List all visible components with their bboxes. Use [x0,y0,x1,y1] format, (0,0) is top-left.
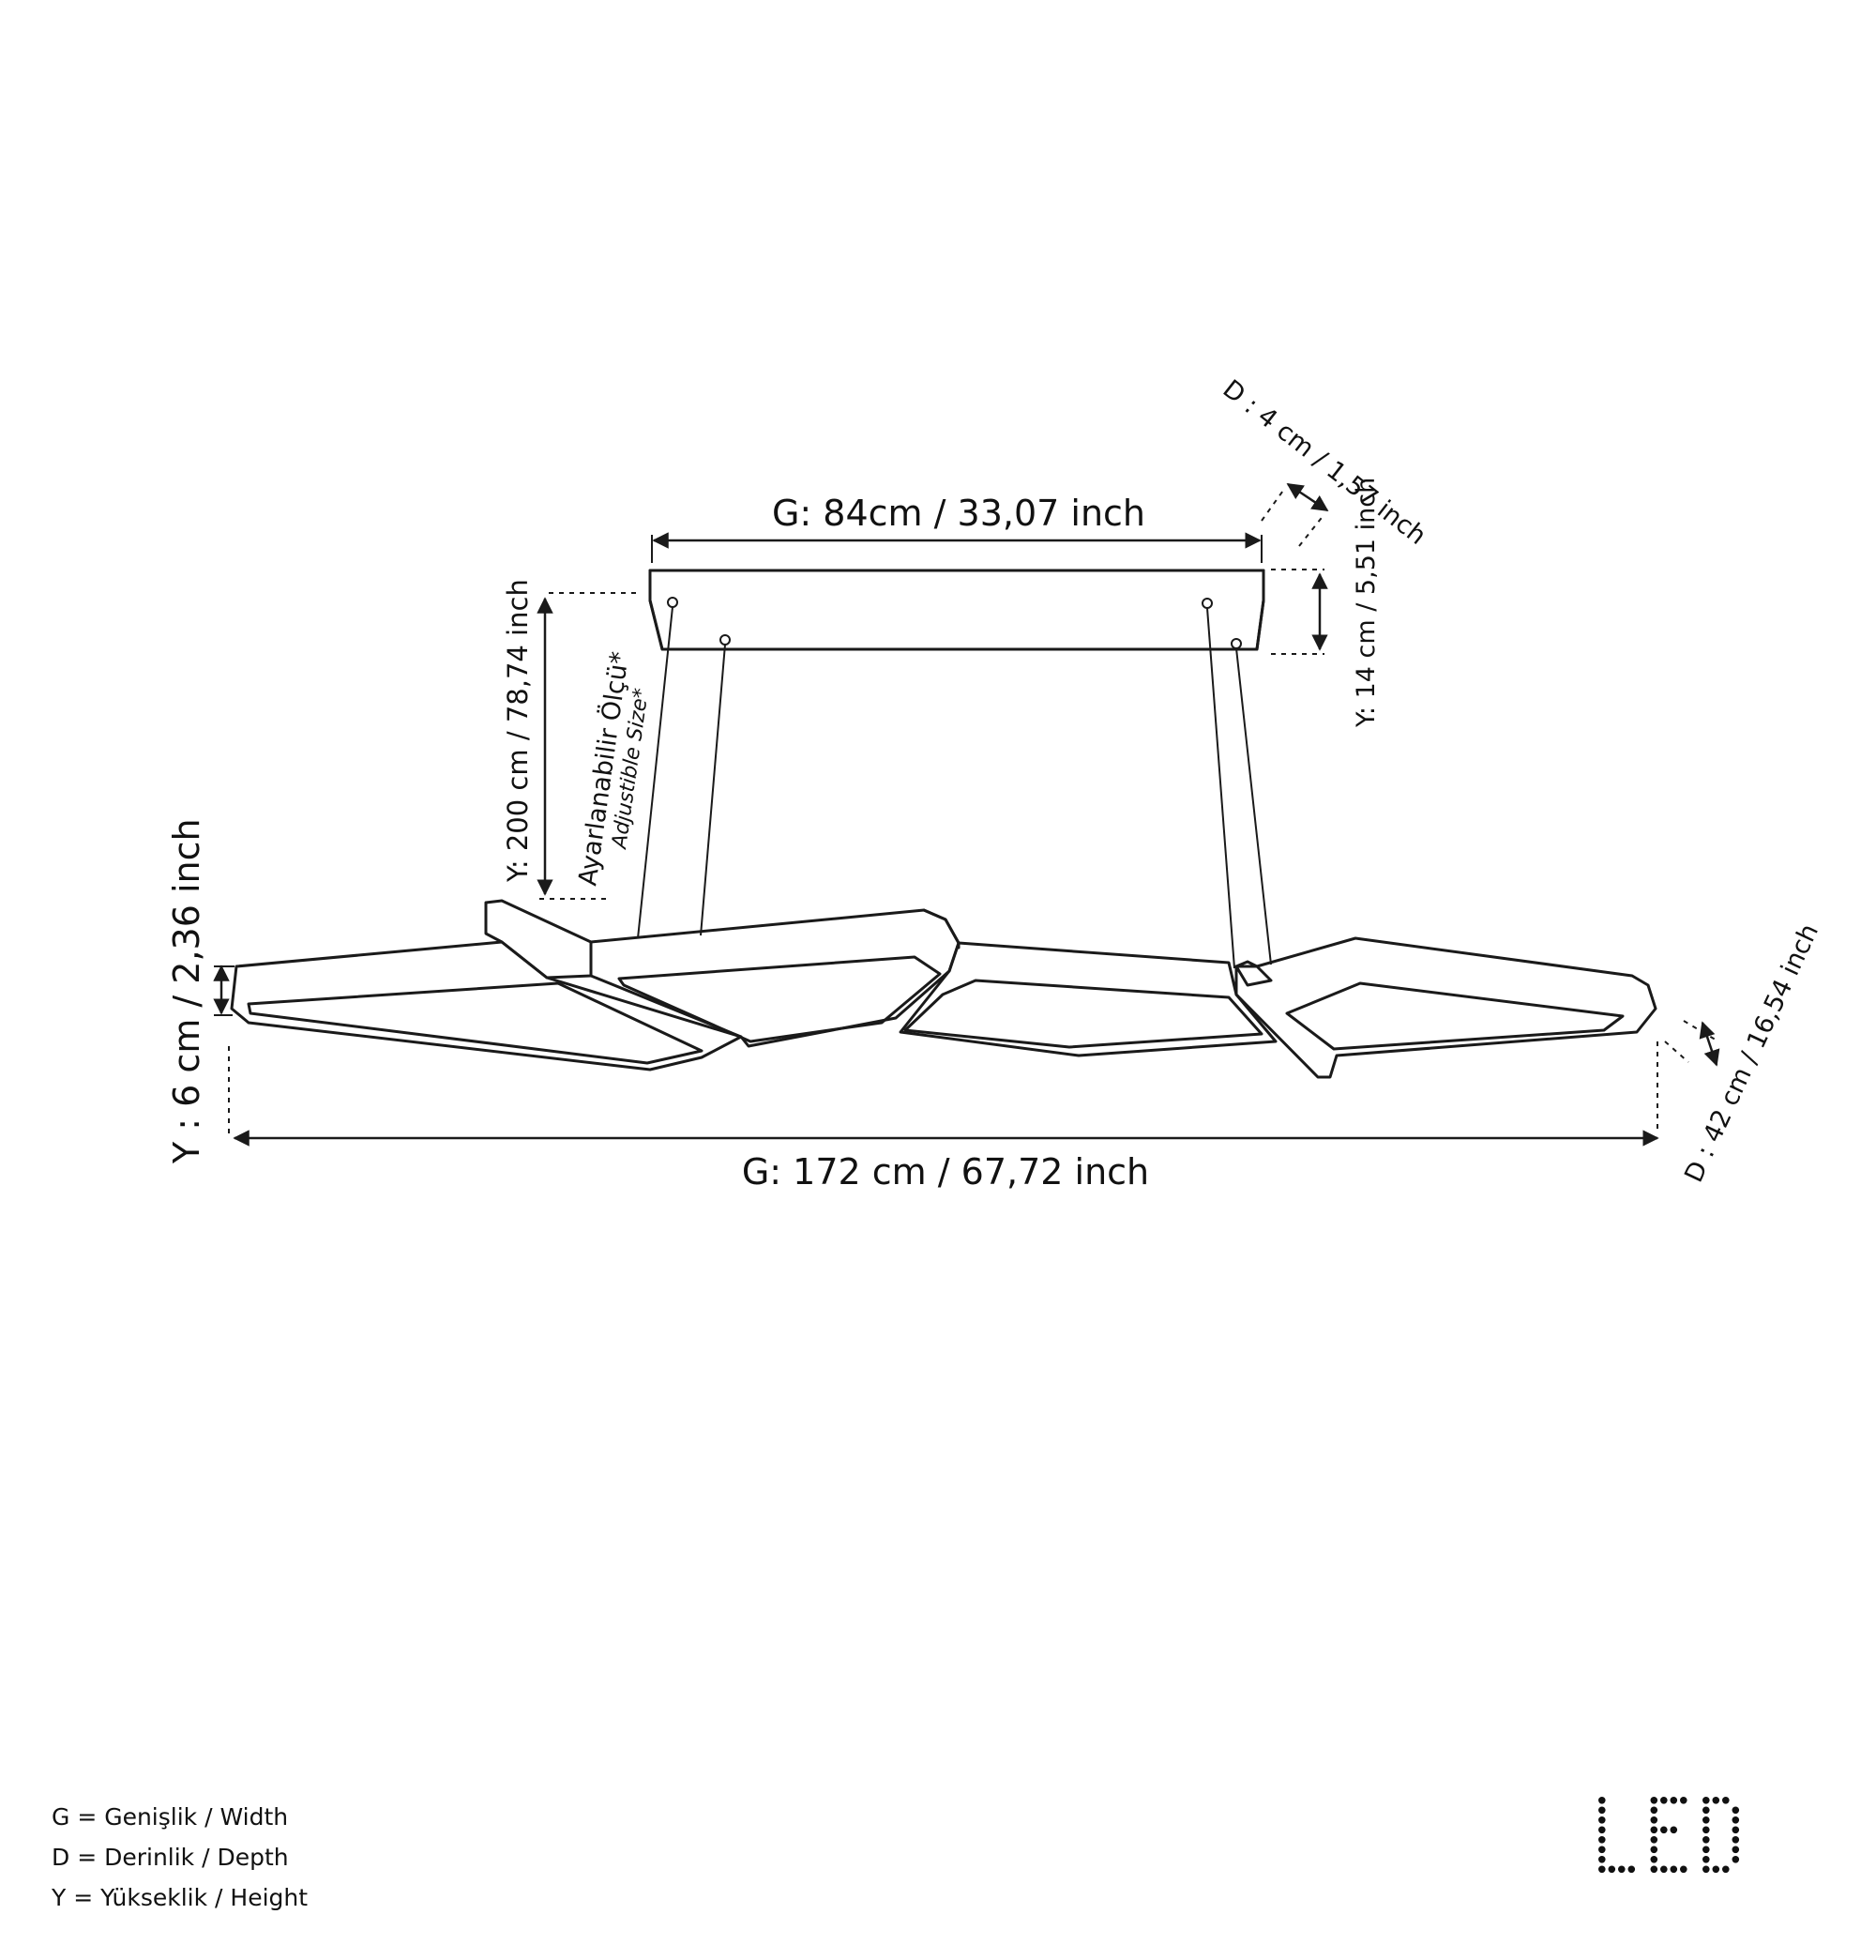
dimension-top-width: G: 84cm / 33,07 inch [651,493,1263,563]
logo-dot [1680,1865,1687,1874]
logo-dot [1650,1826,1658,1834]
legend: G = Genişlik / Width D = Derinlik / Dept… [52,1797,308,1918]
logo-dot [1722,1797,1730,1804]
legend-height: Y = Yükseklik / Height [52,1884,309,1911]
logo-dot [1650,1806,1658,1815]
logo-dot [1608,1865,1616,1874]
body-width-label: G: 172 cm / 67,72 inch [742,1151,1149,1193]
logo-dot [1598,1865,1606,1874]
logo-dot [1650,1816,1658,1824]
top-height-label: Y: 14 cm / 5,51 inch [1352,478,1381,728]
body-depth-label: D : 42 cm / 16,54 inch [1679,919,1824,1187]
led-logo-icon [1598,1797,1740,1874]
logo-dot [1598,1846,1606,1854]
logo-dot [1732,1846,1740,1854]
logo-dot [1618,1865,1626,1874]
suspension-wires [637,606,1272,969]
top-width-label: G: 84cm / 33,07 inch [772,493,1145,534]
logo-dot [1660,1865,1668,1874]
dimension-body-height: Y : 6 cm / 2,36 inch [166,818,234,1164]
logo-dot [1650,1856,1658,1863]
luminaire-body [230,899,1657,1079]
top-depth-label: D : 4 cm / 1,57 inch [1218,374,1431,551]
logo-dot [1712,1797,1720,1804]
ceiling-canopy [648,569,1265,651]
logo-dot [1650,1836,1658,1844]
dimension-top-height: Y: 14 cm / 5,51 inch [1271,478,1381,728]
legend-width: G = Genişlik / Width [52,1803,289,1831]
logo-dot [1702,1865,1710,1874]
logo-dot [1702,1856,1710,1863]
logo-dot [1732,1806,1740,1815]
dimension-top-depth: D : 4 cm / 1,57 inch [1218,374,1431,551]
logo-dot [1650,1797,1658,1804]
logo-dot [1660,1797,1668,1804]
logo-dot [1670,1797,1678,1804]
logo-dot [1702,1846,1710,1854]
logo-dot [1598,1816,1606,1824]
logo-dot [1598,1856,1606,1863]
dimension-suspension-height: Y: 200 cm / 78,74 inch Ayarlanabilir Ölç… [502,579,654,900]
logo-dot [1650,1865,1658,1874]
logo-dot [1650,1846,1658,1854]
logo-dot [1660,1826,1668,1834]
logo-dot [1598,1806,1606,1815]
logo-dot [1722,1865,1730,1874]
dimension-body-depth: D : 42 cm / 16,54 inch [1664,919,1824,1187]
logo-dot [1598,1797,1606,1804]
logo-dot [1702,1806,1710,1815]
logo-dot [1732,1836,1740,1844]
logo-dot [1598,1826,1606,1834]
dimension-body-width: G: 172 cm / 67,72 inch [233,1041,1659,1193]
logo-dot [1627,1865,1636,1874]
logo-dot [1732,1856,1740,1863]
logo-dot [1702,1797,1710,1804]
suspension-height-label: Y: 200 cm / 78,74 inch [502,579,534,883]
mount-screw [719,634,731,646]
legend-depth: D = Derinlik / Depth [52,1844,289,1871]
logo-dot [1670,1826,1678,1834]
logo-dot [1702,1826,1710,1834]
logo-dot [1702,1816,1710,1824]
logo-dot [1712,1865,1720,1874]
logo-dot [1732,1826,1740,1834]
logo-dot [1670,1865,1678,1874]
mount-screw [667,597,678,608]
mount-screw [1231,638,1242,649]
logo-dot [1680,1797,1687,1804]
mount-screw [1202,598,1213,609]
body-height-label: Y : 6 cm / 2,36 inch [166,818,207,1164]
logo-dot [1598,1836,1606,1844]
logo-dot [1702,1836,1710,1844]
logo-dot [1732,1816,1740,1824]
